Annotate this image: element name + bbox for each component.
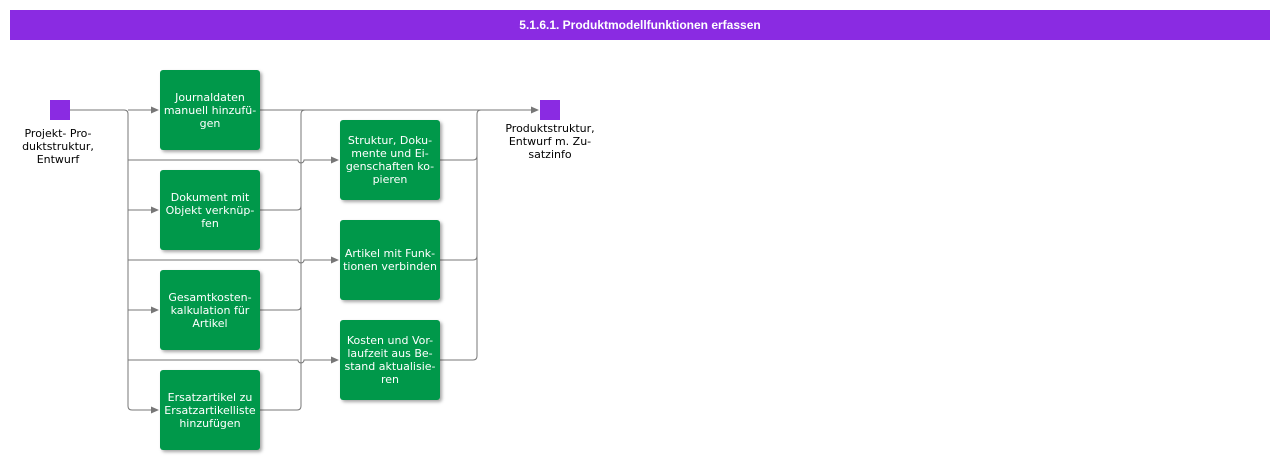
- page-title: 5.1.6.1. Produktmodellfunktionen erfasse…: [10, 10, 1270, 40]
- process-artikel-funktionen[interactable]: Artikel mit Funk- tionen verbinden: [340, 220, 440, 300]
- process-journaldaten[interactable]: Journaldaten manuell hinzufü- gen: [160, 70, 260, 150]
- process-ersatzartikel[interactable]: Ersatzartikel zu Ersatzartikelliste hinz…: [160, 370, 260, 450]
- output-node-icon[interactable]: [540, 100, 560, 120]
- process-struktur-kopieren[interactable]: Struktur, Doku- mente und Ei- genschafte…: [340, 120, 440, 200]
- process-dokument-verknuepfen[interactable]: Dokument mit Objekt verknüp- fen: [160, 170, 260, 250]
- output-node-label: Produktstruktur, Entwurf m. Zu- satzinfo: [505, 122, 595, 161]
- process-kosten-vorlaufzeit[interactable]: Kosten und Vor- laufzeit aus Be- stand a…: [340, 320, 440, 400]
- input-node-icon[interactable]: [50, 100, 70, 120]
- process-gesamtkosten[interactable]: Gesamtkosten- kalkulation für Artikel: [160, 270, 260, 350]
- input-node-label: Projekt- Pro- duktstruktur, Entwurf: [22, 127, 94, 166]
